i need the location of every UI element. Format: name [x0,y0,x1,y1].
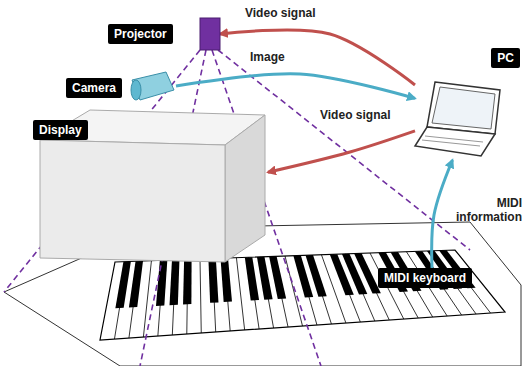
pc-node: PC [415,48,522,160]
device-label: Projector [108,24,173,44]
signal-label: Video signal [320,108,390,122]
signal-label: Video signal [245,6,315,20]
device-label: PC [491,48,520,68]
projection-lines [4,50,470,366]
signal-label: MIDI information [456,196,522,224]
device-label: Display [33,120,88,140]
signal-arrow [432,160,453,268]
signal-label: Image [250,50,285,64]
device-label: MIDI keyboard [378,268,472,288]
device-label: Camera [66,78,122,98]
signal-arrow [176,74,415,99]
piano-keyboard [100,250,505,340]
camera-node: Camera [66,70,176,102]
projector-node: Projector [108,16,220,52]
keyboard-node: MIDI keyboard [378,268,498,290]
signal-arrow [268,131,415,172]
display-node: Display [33,105,268,265]
